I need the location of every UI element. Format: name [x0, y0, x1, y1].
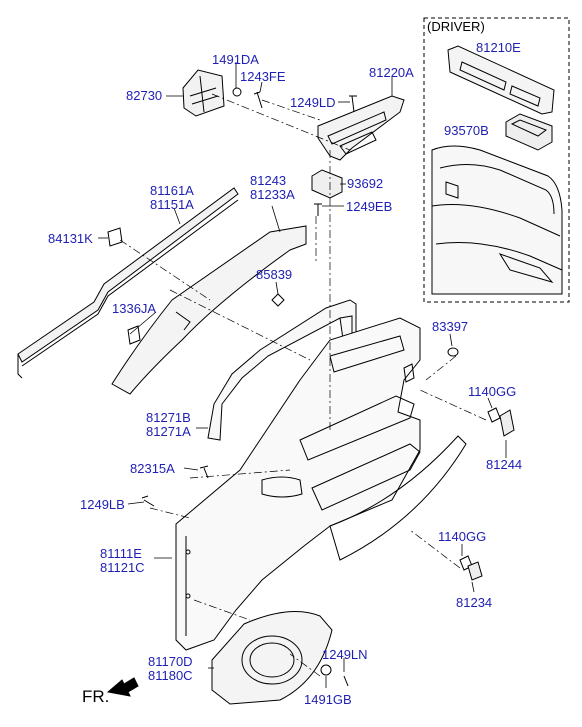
part-label-93692: 93692 — [347, 176, 384, 191]
driver-inset-label: (DRIVER) — [427, 19, 485, 34]
door-trim-panel — [175, 317, 421, 651]
part-label-81180C: 81180C — [148, 668, 193, 683]
part-label-1243FE: 1243FE — [240, 69, 286, 84]
part-label-1140GG-upper: 1140GG — [468, 384, 517, 399]
part-label-1249LN: 1249LN — [322, 647, 368, 662]
part-label-1336JA: 1336JA — [112, 301, 157, 316]
part-label-82730: 82730 — [126, 88, 163, 103]
part-label-81210E: 81210E — [476, 40, 521, 55]
armrest-switch-bezel — [317, 95, 405, 161]
weatherstrip — [17, 187, 239, 363]
part-label-81220A: 81220A — [369, 65, 414, 80]
front-direction-label: FR. — [82, 687, 110, 706]
part-label-1249LB: 1249LB — [80, 497, 125, 512]
door-garnish — [111, 225, 307, 395]
part-label-81161A: 81161A — [150, 183, 194, 198]
part-label-81271A: 81271A — [146, 424, 191, 439]
speaker-grille — [211, 611, 333, 705]
part-label-83397: 83397 — [432, 319, 469, 334]
part-label-81121C: 81121C — [100, 560, 145, 575]
front-arrow-icon — [106, 677, 139, 697]
part-label-93570B: 93570B — [444, 123, 489, 138]
part-label-81151A: 81151A — [150, 197, 194, 212]
part-label-81234: 81234 — [456, 595, 493, 610]
part-label-81244: 81244 — [486, 457, 523, 472]
assembly-lines — [119, 93, 487, 677]
switch-93692 — [311, 169, 343, 199]
cover-81234 — [467, 561, 483, 581]
part-label-81170D: 81170D — [148, 654, 193, 669]
part-label-1249EB: 1249EB — [346, 199, 393, 214]
part-label-81111E: 81111E — [100, 546, 142, 561]
part-label-84131K: 84131K — [48, 231, 93, 246]
part-label-81243: 81243 — [250, 173, 287, 188]
part-label-85839: 85839 — [256, 267, 293, 282]
part-label-1491DA: 1491DA — [212, 52, 259, 67]
inset-door-panel — [431, 145, 563, 295]
part-label-81233A: 81233A — [250, 187, 295, 202]
driver-inset-frame — [423, 17, 570, 303]
part-label-1140GG-lower: 1140GG — [438, 529, 487, 544]
part-label-1491GB: 1491GB — [304, 692, 352, 707]
leader-lines — [98, 62, 507, 688]
part-label-82315A: 82315A — [130, 461, 175, 476]
cover-81244 — [499, 409, 515, 437]
bracket-82730 — [182, 69, 225, 117]
part-label-81271B: 81271B — [146, 410, 191, 425]
part-label-1249LD: 1249LD — [290, 95, 336, 110]
